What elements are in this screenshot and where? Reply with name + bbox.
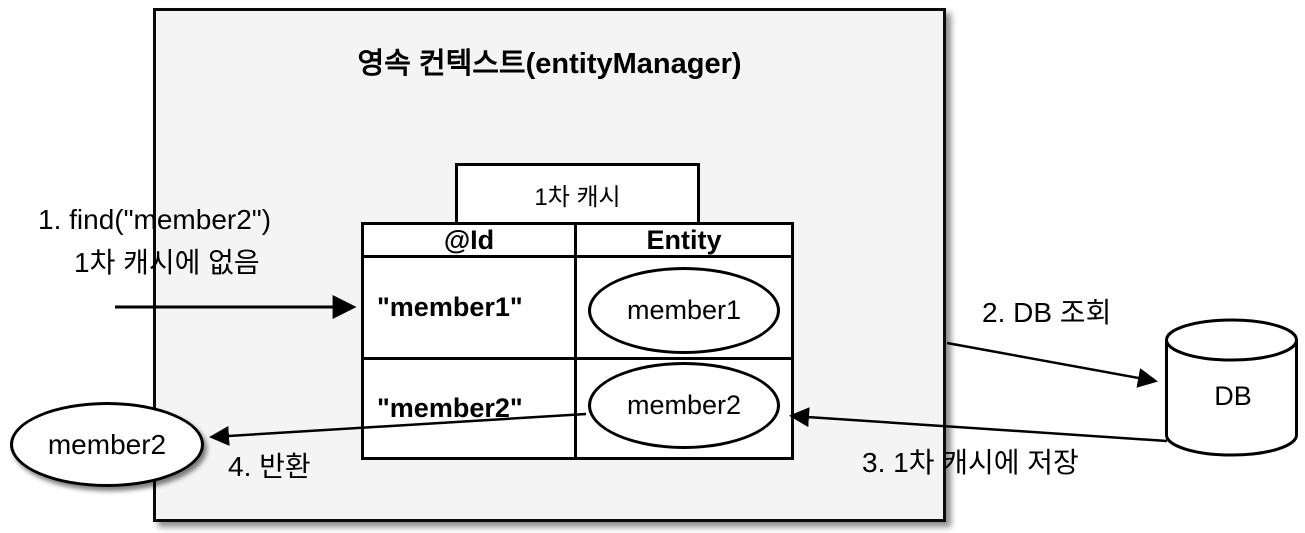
returned-entity-ellipse: member2 <box>10 402 204 487</box>
cache-table-cell-id-member2: "member2" <box>364 360 577 457</box>
step1-find-label: 1. find("member2") <box>38 204 272 235</box>
entity-ellipse-member2: member2 <box>588 362 780 449</box>
entity-ellipse-member1: member1 <box>588 267 780 354</box>
persistence-context-title: 영속 컨텍스트(entityManager) <box>357 48 742 80</box>
first-level-cache-box: 1차 캐시 <box>455 163 700 225</box>
cache-table-header-entity: Entity <box>646 224 722 255</box>
step1-cache-miss-label: 1차 캐시에 없음 <box>74 247 260 278</box>
db-label: DB <box>1214 381 1252 411</box>
step2-db-query-label: 2. DB 조회 <box>982 297 1112 328</box>
cache-table-header-id: @Id <box>364 225 577 255</box>
cache-table-row-member1: "member1" <box>364 258 791 360</box>
returned-entity-label: member2 <box>47 428 167 460</box>
first-level-cache-label: 1차 캐시 <box>534 183 621 211</box>
cache-table-header-row: @Id Entity <box>364 225 791 258</box>
entity-ellipse-member1-label: member1 <box>626 295 742 325</box>
step3-cache-store-label: 3. 1차 캐시에 저장 <box>862 447 1079 478</box>
db-cylinder-icon <box>1165 318 1298 457</box>
entity-ellipse-member2-label: member2 <box>626 390 742 420</box>
db-query-arrow <box>946 341 1158 388</box>
cache-table-cell-id-member1: "member1" <box>364 258 577 357</box>
step4-return-label: 4. 반환 <box>228 451 311 482</box>
